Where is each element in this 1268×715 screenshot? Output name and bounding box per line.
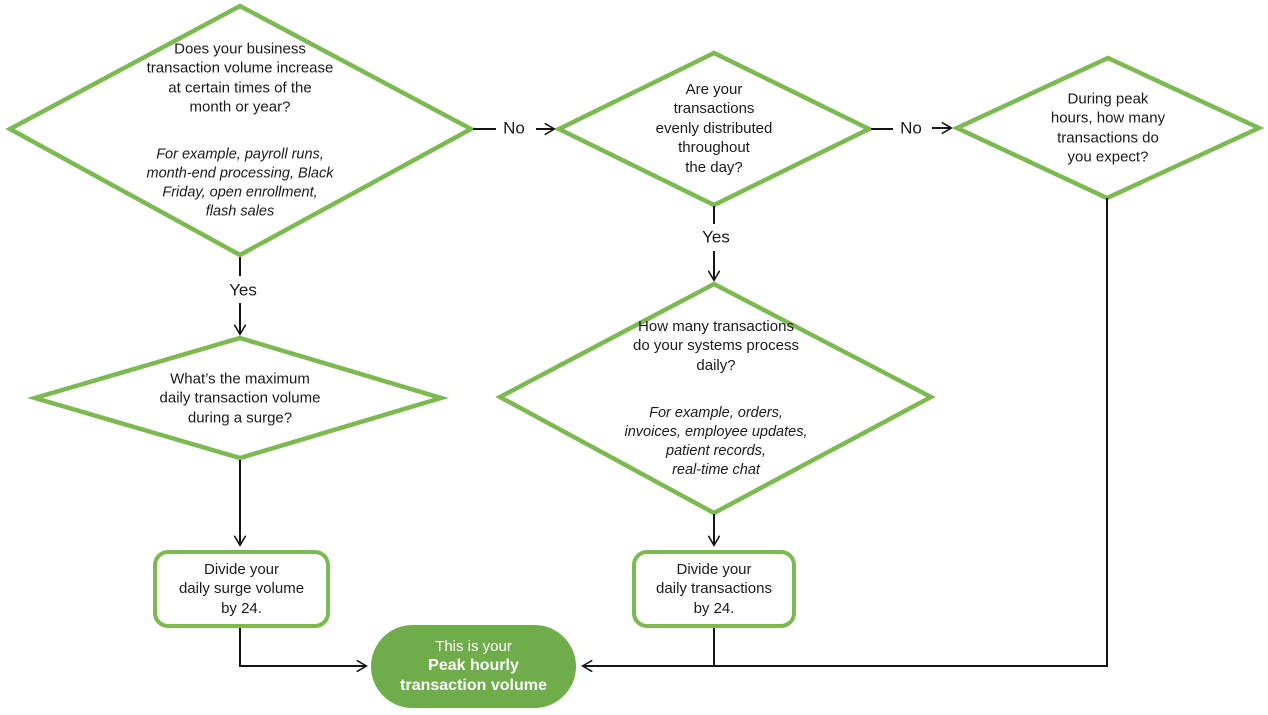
- decision-max-surge-volume-question: What’s the maximum daily transaction vol…: [159, 369, 321, 426]
- process-divide-daily-by-24-label: Divide your daily transactions by 24.: [656, 560, 772, 617]
- decision-surge-times-text: Does your business transaction volume in…: [109, 19, 371, 241]
- decision-peak-hours-question: During peak hours, how many transactions…: [1050, 90, 1166, 166]
- decision-surge-times-diamond: [5, 3, 476, 258]
- decision-daily-transactions-text: How many transactions do your systems pr…: [585, 297, 847, 499]
- connector-d3-to-terminal: [581, 198, 1108, 673]
- decision-evenly-distributed-text: Are your transactions evenly distributed…: [614, 60, 814, 197]
- edge-label-no-1: No: [501, 118, 527, 138]
- process-divide-surge-by-24-label: Divide your daily surge volume by 24.: [178, 560, 305, 617]
- process-divide-surge-by-24: Divide your daily surge volume by 24.: [153, 550, 330, 628]
- terminal-prefix-text: This is your: [435, 638, 512, 655]
- edge-label-yes-1: Yes: [227, 280, 259, 300]
- decision-surge-times-example: For example, payroll runs, month-end pro…: [146, 146, 334, 220]
- decision-evenly-distributed-question: Are your transactions evenly distributed…: [655, 80, 773, 176]
- connector-r1-to-terminal: [239, 628, 368, 673]
- process-divide-daily-by-24: Divide your daily transactions by 24.: [632, 550, 796, 628]
- decision-daily-transactions-question: How many transactions do your systems pr…: [633, 317, 799, 374]
- decision-daily-transactions-example: For example, orders, invoices, employee …: [624, 404, 808, 478]
- edge-label-no-2: No: [898, 118, 924, 138]
- decision-peak-hours-text: During peak hours, how many transactions…: [1008, 70, 1208, 187]
- decision-surge-times-question: Does your business transaction volume in…: [146, 39, 334, 116]
- decision-evenly-distributed-diamond: [553, 50, 875, 208]
- decision-max-surge-volume-diamond: [26, 335, 449, 461]
- terminal-peak-hourly-volume: This is your Peak hourly transaction vol…: [371, 625, 576, 708]
- terminal-title-text: Peak hourly transaction volume: [400, 657, 547, 694]
- decision-max-surge-volume-text: What’s the maximum daily transaction vol…: [115, 349, 365, 447]
- edge-label-yes-2: Yes: [700, 227, 732, 247]
- decision-daily-transactions-diamond: [495, 281, 936, 516]
